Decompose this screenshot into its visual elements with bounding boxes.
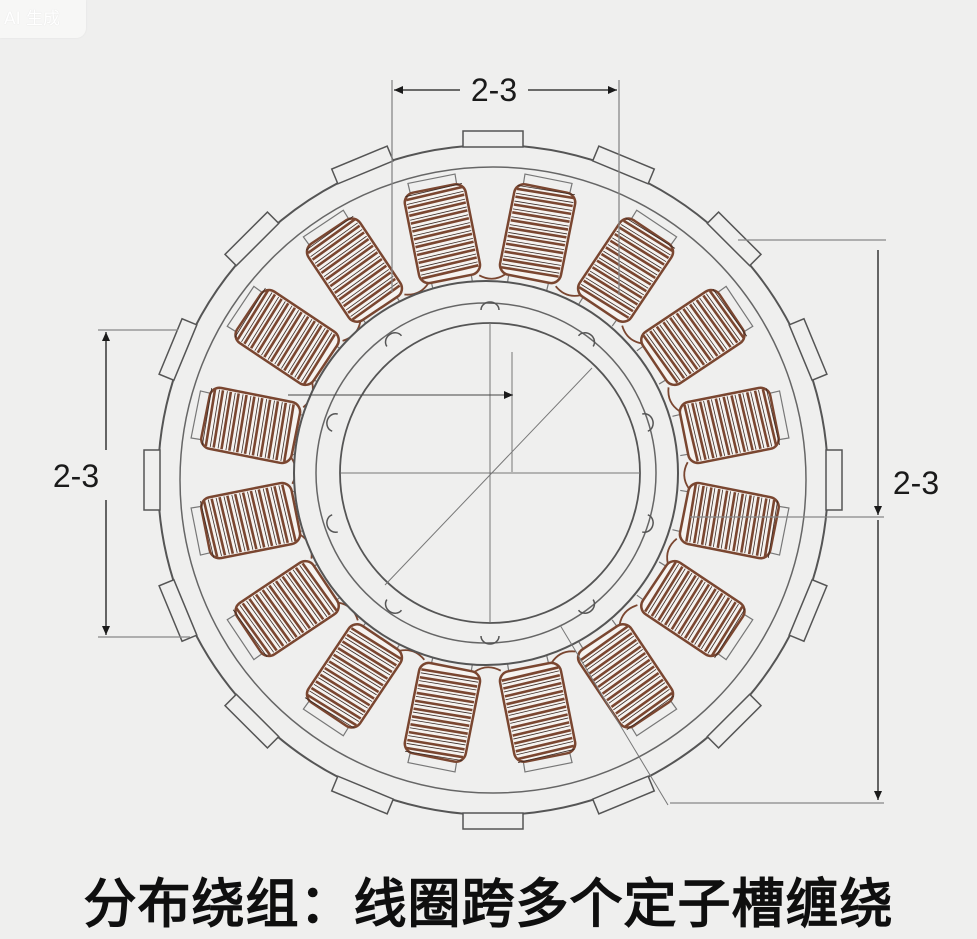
ai-generated-badge: AI 生成 [0, 0, 86, 38]
mounting-tab [330, 145, 395, 185]
mounting-tab [462, 130, 524, 148]
coil [305, 215, 429, 323]
mounting-tab [591, 775, 656, 815]
coil [618, 559, 746, 659]
mounting-tab [706, 210, 763, 267]
mounting-tab [223, 693, 280, 750]
mounting-tab [158, 317, 198, 382]
coil [200, 456, 302, 560]
dimension-top [391, 80, 620, 295]
mounting-tab [330, 775, 395, 815]
coil [399, 649, 482, 763]
bolt-hole [326, 514, 338, 534]
coil [498, 183, 581, 297]
coil [403, 183, 507, 285]
coil [551, 623, 675, 731]
dimension-left-label: 2-3 [53, 458, 99, 494]
bore-bolt-holes [326, 301, 654, 645]
mounting-tab [788, 317, 828, 382]
bolt-hole [384, 599, 403, 614]
bolt-hole [642, 514, 654, 534]
bolt-hole [326, 412, 338, 432]
coil [200, 382, 314, 465]
mounting-tab [591, 145, 656, 185]
outer-inner-ring [179, 166, 807, 794]
coil [666, 481, 780, 564]
bolt-hole [480, 301, 500, 311]
coil [640, 288, 748, 412]
construction-lines [288, 323, 669, 806]
bolt-hole [480, 635, 500, 645]
dimension-left [98, 329, 190, 638]
mounting-tab [462, 812, 524, 830]
mounting-tab [143, 449, 161, 511]
mounting-tab [158, 578, 198, 643]
mounting-tab [788, 578, 828, 643]
coil [678, 386, 780, 490]
coil [234, 287, 362, 387]
coil [473, 661, 577, 763]
mounting-tab [825, 449, 843, 511]
dimension-top-label: 2-3 [471, 72, 517, 108]
dimension-right-label: 2-3 [893, 465, 939, 501]
bolt-hole [577, 599, 596, 614]
mounting-tab [706, 693, 763, 750]
diagram-caption: 分布绕组：线圈跨多个定子槽缠绕 [83, 873, 894, 935]
dimension-right [670, 239, 886, 804]
stator-winding-diagram: 2-3 2-3 2-3 [53, 72, 939, 830]
bolt-hole [642, 412, 654, 432]
bolt-hole [577, 332, 596, 347]
bolt-hole [384, 332, 403, 347]
mounting-tab [223, 210, 280, 267]
outer-mounting-tabs [143, 130, 843, 830]
